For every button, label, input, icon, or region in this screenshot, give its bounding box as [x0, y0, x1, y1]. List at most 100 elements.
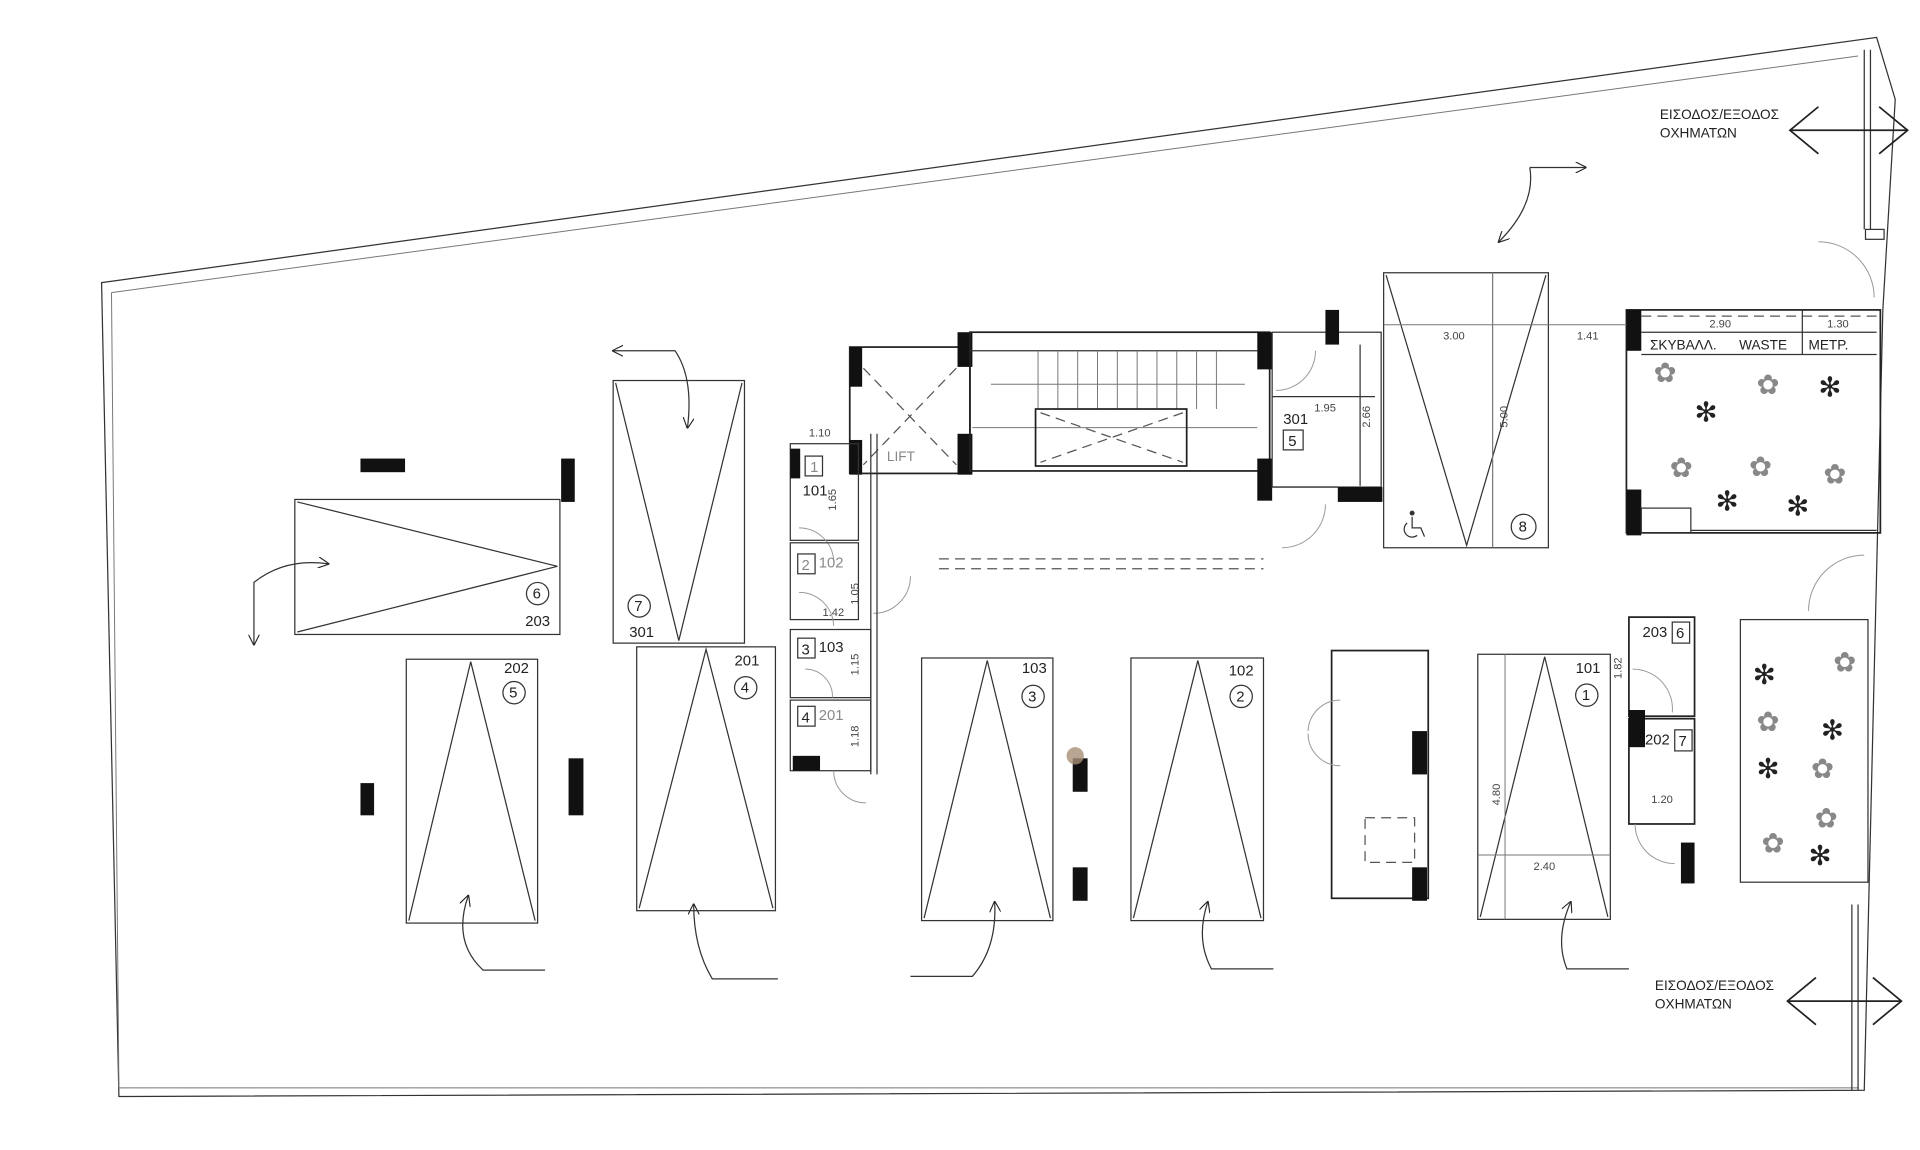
parking-space-5[interactable]: 202 5 — [405, 658, 539, 924]
dimension-label: 3.00 — [1443, 331, 1465, 343]
storage-unit-label: 101 — [803, 484, 828, 500]
svg-text:✻: ✻ — [1809, 840, 1832, 871]
storage-unit-label: 102 — [819, 556, 844, 572]
dimension-label: 4.80 — [1491, 784, 1503, 806]
entrance-top: ΕΙΣΟΔΟΣ/ΕΞΟΔΟΣ ΟΧΗΜΑΤΩΝ — [1660, 106, 1909, 155]
dimension-label: 2.66 — [1361, 406, 1373, 428]
dimension-lines-parking-1: 4.80 2.40 — [1477, 654, 1611, 920]
dimension-label: 1.18 — [849, 726, 861, 748]
parking-space-6[interactable]: 6 203 — [294, 498, 561, 636]
parking-number: 7 — [634, 599, 642, 615]
svg-text:✿: ✿ — [1756, 706, 1779, 737]
parking-number: 4 — [741, 681, 749, 697]
entrance-label-line2: ΟΧΗΜΑΤΩΝ — [1660, 126, 1737, 141]
service-room — [1307, 649, 1430, 901]
storage-unit-4[interactable]: 4 201 — [789, 433, 878, 804]
parking-number: 2 — [1236, 689, 1244, 705]
svg-text:✻: ✻ — [1786, 491, 1809, 522]
dimension-label: 1.10 — [809, 427, 831, 439]
parking-space-8-accessible[interactable]: 8 — [1383, 272, 1550, 549]
svg-text:✻: ✻ — [1756, 753, 1779, 784]
parking-unit: 202 — [504, 661, 529, 677]
storage-unit-label: 201 — [819, 708, 844, 724]
lift-shaft: LIFT — [848, 332, 973, 475]
wheelchair-icon — [1403, 510, 1426, 538]
svg-text:✻: ✻ — [1753, 659, 1776, 690]
parking-unit: 203 — [525, 614, 550, 630]
storage-number: 1 — [810, 460, 818, 476]
svg-text:✻: ✻ — [1821, 715, 1844, 746]
parking-number: 6 — [533, 587, 541, 603]
svg-text:✿: ✿ — [1823, 458, 1846, 489]
dimension-label: 2.90 — [1709, 318, 1731, 330]
parking-space-7[interactable]: 7 301 — [612, 379, 746, 644]
svg-text:✻: ✻ — [1716, 486, 1739, 517]
svg-text:✿: ✿ — [1670, 452, 1693, 483]
dimension-label: 2.40 — [1534, 861, 1556, 873]
entrance-label-line2: ΟΧΗΜΑΤΩΝ — [1655, 997, 1732, 1012]
svg-text:✿: ✿ — [1756, 369, 1779, 400]
parking-number: 3 — [1028, 689, 1036, 705]
dimension-label: 1.30 — [1827, 318, 1849, 330]
svg-text:✿: ✿ — [1815, 803, 1838, 834]
planter-top: ✿✻ ✿✻ ✿✿ ✿✻✻ — [1654, 357, 1847, 522]
parking-space-3[interactable]: 103 3 — [920, 657, 1054, 922]
svg-text:✿: ✿ — [1833, 647, 1856, 678]
lift-label: LIFT — [887, 449, 915, 464]
dimension-label: 1.05 — [849, 583, 861, 605]
planter-right: ✻ ✿ ✿ ✻ ✻ ✿ ✿ ✿ ✻ — [1739, 618, 1869, 883]
dimension-label: 1.15 — [849, 654, 861, 676]
storage-unit-label: 103 — [819, 640, 844, 656]
dimension-label: 1.20 — [1651, 794, 1673, 806]
traffic-arrows — [254, 167, 1629, 980]
dimension-label: 1.82 — [1612, 657, 1624, 679]
svg-text:✿: ✿ — [1654, 357, 1677, 388]
storage-unit-6[interactable]: 203 6 1.82 — [1612, 616, 1696, 718]
storage-unit-label: 203 — [1643, 625, 1668, 641]
storage-number: 2 — [801, 558, 809, 574]
svg-text:✻: ✻ — [1818, 372, 1841, 403]
svg-text:✿: ✿ — [1749, 451, 1772, 482]
waste-room[interactable]: 2.90 1.30 ΣΚΥΒΑΛΛ. WASTE ΜΕΤΡ. — [1625, 309, 1882, 536]
waste-label: WASTE — [1739, 338, 1787, 353]
dimension-label: 1.41 — [1577, 331, 1599, 343]
parking-space-2[interactable]: 102 2 — [1130, 657, 1265, 922]
storage-unit-1[interactable]: 1 101 — [789, 443, 860, 561]
dimension-label: 5.00 — [1499, 406, 1511, 428]
storage-number: 7 — [1678, 734, 1686, 750]
staircase — [938, 331, 1273, 570]
parking-number: 8 — [1519, 520, 1527, 536]
svg-text:✿: ✿ — [1761, 827, 1784, 858]
waste-label-greek: ΣΚΥΒΑΛΛ. — [1650, 338, 1717, 353]
entrance-bottom: ΕΙΣΟΔΟΣ/ΕΞΟΔΟΣ ΟΧΗΜΑΤΩΝ — [1655, 976, 1903, 1026]
parking-unit: 101 — [1576, 661, 1601, 677]
storage-number: 3 — [801, 642, 809, 658]
svg-text:✿: ✿ — [1811, 753, 1834, 784]
parking-space-4[interactable]: 201 4 — [636, 646, 777, 912]
svg-text:✻: ✻ — [1695, 396, 1718, 427]
parking-unit: 103 — [1022, 661, 1047, 677]
parking-space-1[interactable]: 101 1 — [1477, 653, 1611, 920]
storage-unit-label: 301 — [1283, 412, 1308, 428]
structural-columns — [360, 458, 1088, 901]
dimension-lines-top: 3.00 1.41 5.00 — [1383, 241, 1875, 611]
dimension-label: 1.42 — [823, 607, 845, 619]
entrance-label-line1: ΕΙΣΟΔΟΣ/ΕΞΟΔΟΣ — [1660, 107, 1779, 122]
storage-number: 4 — [801, 710, 809, 726]
meters-label: ΜΕΤΡ. — [1809, 338, 1849, 353]
storage-dimensions-left: 1.10 1.65 1.42 1.05 1.15 1.18 — [809, 427, 862, 747]
dimension-label: 1.95 — [1314, 402, 1336, 414]
parking-number: 1 — [1582, 688, 1590, 704]
storage-unit-5[interactable]: 301 5 1.95 2.66 — [1271, 309, 1383, 549]
dimension-label: 1.65 — [827, 489, 839, 511]
storage-unit-2[interactable]: 2 102 — [789, 542, 911, 626]
storage-unit-7[interactable]: 202 7 1.20 — [1628, 710, 1696, 884]
storage-number: 5 — [1288, 434, 1296, 450]
storage-number: 6 — [1676, 626, 1684, 642]
storage-unit-3[interactable]: 3 103 — [789, 628, 872, 699]
parking-number: 5 — [509, 686, 517, 702]
entrance-label-line1: ΕΙΣΟΔΟΣ/ΕΞΟΔΟΣ — [1655, 978, 1774, 993]
storage-unit-label: 202 — [1645, 733, 1670, 749]
plot-boundary — [100, 36, 1896, 1098]
